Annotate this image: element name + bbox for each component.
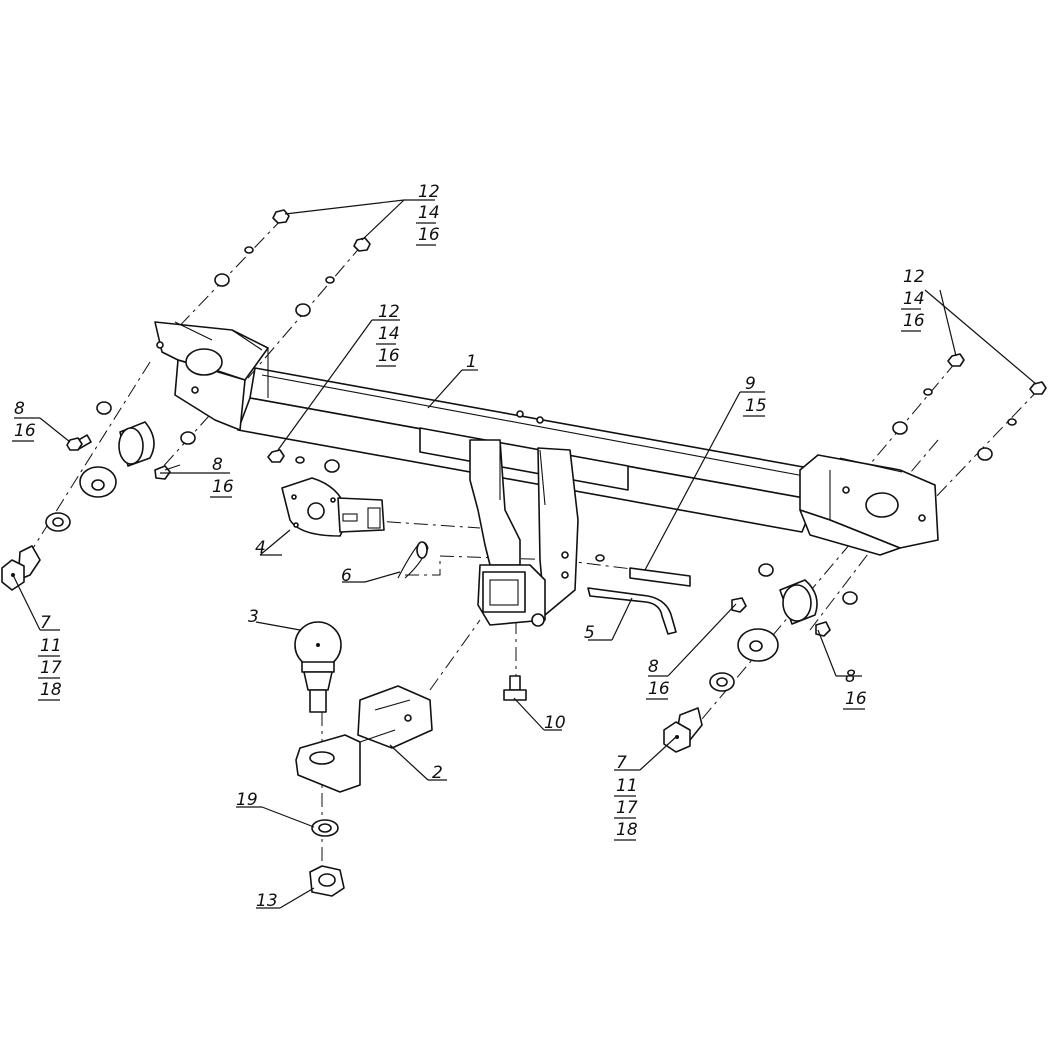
tow-ball bbox=[294, 621, 342, 713]
callout-number: 6 bbox=[341, 566, 352, 586]
callout-7-11-17-18-left: 7 11 17 18 bbox=[38, 613, 62, 701]
callout-number: 11 bbox=[40, 636, 62, 656]
socket-bracket bbox=[281, 477, 385, 537]
callout-number: 13 bbox=[256, 891, 278, 911]
spring-clip bbox=[397, 541, 429, 579]
callout-8-16-right2: 8 16 bbox=[843, 667, 867, 710]
callout-number: 16 bbox=[903, 311, 925, 331]
locking-pin bbox=[587, 587, 677, 635]
callout-3: 3 bbox=[248, 607, 259, 627]
callout-number: 19 bbox=[236, 790, 258, 810]
callout-10: 10 bbox=[544, 713, 566, 733]
callout-12-14-16-right: 12 14 16 bbox=[901, 267, 925, 332]
callout-number: 2 bbox=[432, 763, 443, 783]
callout-number: 1 bbox=[466, 352, 477, 372]
callout-number: 12 bbox=[418, 182, 440, 202]
washer-and-nut bbox=[309, 819, 345, 897]
callout-number: 9 bbox=[745, 374, 756, 394]
callout-number: 18 bbox=[616, 820, 638, 840]
callout-number: 3 bbox=[248, 607, 259, 627]
callout-number: 15 bbox=[745, 396, 767, 416]
callout-number: 12 bbox=[903, 267, 925, 287]
callout-number: 17 bbox=[40, 658, 62, 678]
cross-beam bbox=[154, 321, 939, 627]
callout-7-11-17-18-right: 7 11 17 18 bbox=[614, 753, 638, 841]
callout-12-14-16-mid: 12 14 16 bbox=[376, 302, 400, 367]
callout-4: 4 bbox=[255, 538, 266, 558]
callout-number: 8 bbox=[14, 399, 25, 419]
callout-12-14-16-top: 12 14 16 bbox=[416, 182, 440, 246]
callout-number: 16 bbox=[845, 689, 867, 709]
callout-2: 2 bbox=[432, 763, 443, 783]
callout-number: 8 bbox=[648, 657, 659, 677]
callout-number: 5 bbox=[584, 623, 595, 643]
callout-number: 17 bbox=[616, 798, 638, 818]
callout-number: 12 bbox=[378, 302, 400, 322]
callout-number: 14 bbox=[903, 289, 925, 309]
callout-8-16-right1: 8 16 bbox=[646, 657, 670, 700]
callout-number: 16 bbox=[378, 346, 400, 366]
callout-8-16-center: 8 16 bbox=[210, 455, 234, 498]
callout-19: 19 bbox=[236, 790, 258, 810]
callout-1: 1 bbox=[466, 352, 477, 372]
callout-9-15: 9 15 bbox=[743, 374, 767, 417]
callout-6: 6 bbox=[341, 566, 352, 586]
callout-number: 14 bbox=[378, 324, 400, 344]
callout-number: 4 bbox=[255, 538, 266, 558]
callout-number: 7 bbox=[616, 753, 627, 773]
ball-mount-drawbar bbox=[295, 685, 433, 793]
callout-number: 16 bbox=[418, 225, 440, 245]
callout-number: 8 bbox=[212, 455, 223, 475]
callout-number: 7 bbox=[40, 613, 51, 633]
callout-number: 16 bbox=[212, 477, 234, 497]
callout-number: 10 bbox=[544, 713, 566, 733]
center-left-fasteners bbox=[267, 449, 340, 473]
callout-number: 16 bbox=[648, 679, 670, 699]
nuts-washers-top-left bbox=[214, 209, 371, 317]
hitch-bolt bbox=[595, 554, 691, 587]
callout-13: 13 bbox=[256, 891, 278, 911]
callout-number: 11 bbox=[616, 776, 638, 796]
callout-number: 8 bbox=[845, 667, 856, 687]
callout-number: 16 bbox=[14, 421, 36, 441]
callout-number: 18 bbox=[40, 680, 62, 700]
bolt-10 bbox=[503, 675, 527, 701]
callout-8-16-left: 8 16 bbox=[12, 399, 36, 442]
leader-lines bbox=[12, 199, 1037, 909]
callout-5: 5 bbox=[584, 623, 595, 643]
callout-number: 14 bbox=[418, 203, 440, 223]
